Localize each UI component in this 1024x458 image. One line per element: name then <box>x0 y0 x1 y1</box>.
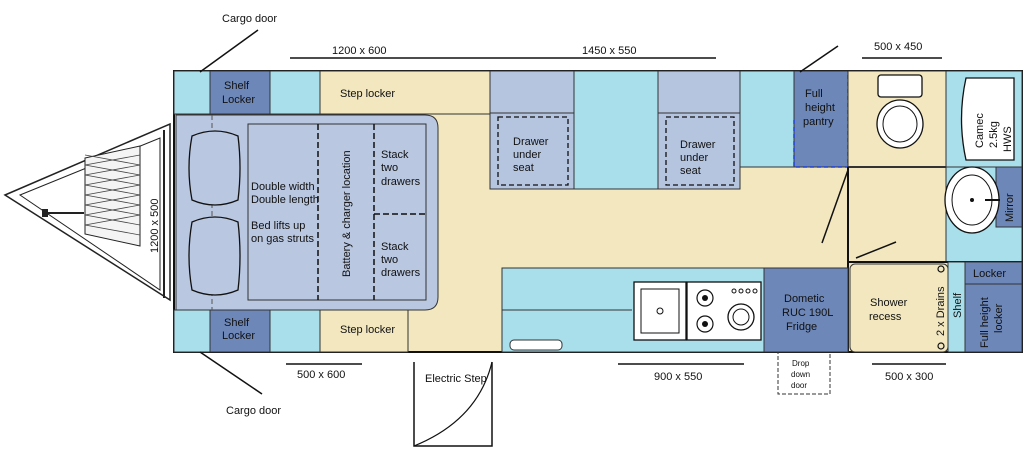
drop-down-line1: Drop <box>792 359 810 368</box>
sink-icon <box>633 281 687 341</box>
drawer-left-line1: Drawer <box>513 136 549 148</box>
dim-top-right: 500 x 450 <box>874 41 922 53</box>
drawer-left-line2: under <box>513 149 541 161</box>
dim-top-left: 1200 x 600 <box>332 45 386 57</box>
stack-bottom-line1: Stack <box>381 241 409 253</box>
drawer-right <box>665 116 735 186</box>
bed <box>175 114 439 311</box>
stack-bottom-line3: drawers <box>381 267 421 279</box>
drop-down-handle <box>509 339 563 351</box>
shelf-locker-bottom <box>209 309 271 353</box>
step-locker-top-label: Step locker <box>340 88 395 100</box>
shower-line1: Shower <box>870 297 908 309</box>
electric-step-label: Electric Step <box>425 373 487 385</box>
camec-line1: Camec <box>974 113 986 148</box>
step-locker-bottom <box>319 309 409 353</box>
shelf-locker-bottom-line1: Shelf <box>224 317 250 329</box>
camec-line2: 2.5kg <box>988 121 1000 148</box>
dim-bed-side: 1200 x 500 <box>149 199 161 253</box>
fridge-line2: RUC 190L <box>782 307 833 319</box>
cooktop-icon <box>686 281 762 341</box>
stack-top-line2: two <box>381 162 398 174</box>
mirror-label: Mirror <box>1004 193 1016 222</box>
mirror <box>995 166 1023 228</box>
bathroom-door <box>821 169 849 244</box>
electric-step <box>413 361 493 447</box>
full-height-locker <box>964 283 1023 353</box>
shower-door <box>855 241 897 259</box>
drop-down-line3: door <box>791 381 807 390</box>
drain-icon <box>937 265 945 273</box>
fridge <box>763 267 849 353</box>
hws-icon <box>960 77 1015 161</box>
bed-line5: on gas struts <box>251 233 314 245</box>
cargo-door-bottom-label: Cargo door <box>226 405 281 417</box>
full-height-locker-line2: locker <box>993 303 1005 333</box>
fridge-line1: Dometic <box>784 293 825 305</box>
pantry-line1: Full <box>805 88 823 100</box>
stack-top-line3: drawers <box>381 176 421 188</box>
toilet-icon <box>876 74 924 149</box>
shelf-locker-top-line1: Shelf <box>224 80 250 92</box>
table <box>573 70 659 190</box>
drawer-left-line3: seat <box>513 162 534 174</box>
stack-bottom-line2: two <box>381 254 398 266</box>
bed-line1: Double width <box>251 181 315 193</box>
battery-label: Battery & charger location <box>341 150 353 277</box>
shower-line2: recess <box>869 311 902 323</box>
shelf-label: Shelf <box>952 292 964 318</box>
drawer-right-line2: under <box>680 152 708 164</box>
step-locker-bottom-label: Step locker <box>340 324 395 336</box>
pantry-line2: height <box>805 102 835 114</box>
cargo-door-top-label: Cargo door <box>222 13 277 25</box>
bed-line2: Double length <box>251 194 319 206</box>
step-locker-top <box>319 70 491 115</box>
basin-icon <box>944 166 1000 234</box>
pantry-line3: pantry <box>803 116 834 128</box>
drawer-right-line1: Drawer <box>680 139 716 151</box>
shelf-locker-bottom-line2: Locker <box>222 330 255 342</box>
seat-right <box>657 70 741 190</box>
drop-down-line2: down <box>791 370 810 379</box>
shelf-locker-top <box>209 70 271 115</box>
drain-icon <box>937 342 945 350</box>
bed-line4: Bed lifts up <box>251 220 305 232</box>
drawer-left <box>497 116 569 186</box>
drop-down-door <box>777 351 831 395</box>
camec-line3: HWS <box>1002 126 1014 152</box>
seat-left <box>489 70 575 190</box>
drains-label: 2 x Drains <box>935 286 947 336</box>
dim-top-mid: 1450 x 550 <box>582 45 636 57</box>
pillow-bottom <box>188 216 241 296</box>
full-height-locker-line1: Full height <box>979 297 991 348</box>
pillow-top <box>188 130 241 206</box>
dim-bottom-left: 500 x 600 <box>297 369 345 381</box>
locker-label: Locker <box>973 268 1006 280</box>
stack-top-line1: Stack <box>381 149 409 161</box>
drawer-right-line3: seat <box>680 165 701 177</box>
dim-bottom-right: 500 x 300 <box>885 371 933 383</box>
fridge-line3: Fridge <box>786 321 817 333</box>
shelf-locker-top-line2: Locker <box>222 94 255 106</box>
drawbar <box>3 122 171 302</box>
dim-bottom-mid: 900 x 550 <box>654 371 702 383</box>
